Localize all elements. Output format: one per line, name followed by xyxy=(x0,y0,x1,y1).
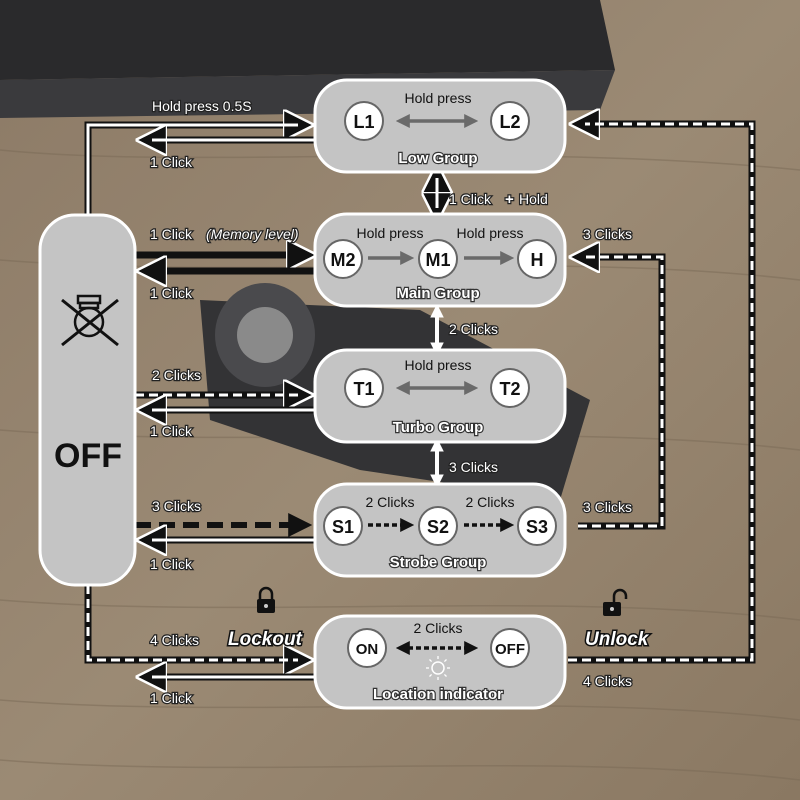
label-main-from-strobe: 3 Clicks xyxy=(583,226,632,242)
strobe-label-1: 2 Clicks xyxy=(365,494,414,510)
location-group: ON OFF 2 Clicks Location indicator xyxy=(313,614,567,710)
label-off-to-low: Hold press 0.5S xyxy=(152,98,252,114)
label-off-to-main: 1 Click xyxy=(150,226,193,242)
strobe-group-title: Strobe Group xyxy=(390,554,487,571)
label-low-main-click: 1 Click xyxy=(449,191,492,207)
main-group-title: Main Group xyxy=(396,285,479,302)
node-l2: L2 xyxy=(499,112,520,132)
label-location-to-off: 1 Click xyxy=(150,690,193,706)
label-unlock: Unlock xyxy=(585,629,650,650)
label-memory-level: (Memory level) xyxy=(206,226,299,242)
low-group-title: Low Group xyxy=(398,150,477,167)
node-on: ON xyxy=(356,641,379,658)
low-group: L1 L2 Hold press Low Group xyxy=(313,78,567,174)
off-panel: OFF xyxy=(38,213,137,587)
label-lockout: Lockout xyxy=(228,629,303,650)
strobe-group: S1 S2 S3 2 Clicks 2 Clicks Strobe Group xyxy=(313,482,567,578)
node-l1: L1 xyxy=(353,112,374,132)
strobe-label-2: 2 Clicks xyxy=(465,494,514,510)
turbo-hold-label: Hold press xyxy=(405,357,472,373)
sun-icon xyxy=(426,656,450,680)
node-m1: M1 xyxy=(425,250,450,270)
node-s1: S1 xyxy=(332,517,354,537)
arrow-strobe-to-main xyxy=(578,257,666,530)
location-group-title: Location indicator xyxy=(373,686,503,703)
node-location-off: OFF xyxy=(495,641,525,658)
label-low-to-off: 1 Click xyxy=(150,154,193,170)
label-strobe-to-main: 3 Clicks xyxy=(583,499,632,515)
arrow-location-to-low xyxy=(568,124,756,664)
main-group: M2 M1 H Hold press Hold press Main Group xyxy=(313,212,567,308)
arrow-off-to-location xyxy=(84,585,305,660)
turbo-group: T1 T2 Hold press Turbo Group xyxy=(313,348,567,444)
node-t1: T1 xyxy=(353,379,374,399)
unlock-icon xyxy=(603,588,628,616)
label-turbo-strobe: 3 Clicks xyxy=(449,459,498,475)
label-low-main-hold: Hold xyxy=(519,191,548,207)
location-clicks-label: 2 Clicks xyxy=(413,620,462,636)
label-location-to-low: 4 Clicks xyxy=(583,673,632,689)
label-strobe-to-off: 1 Click xyxy=(150,556,193,572)
label-main-turbo: 2 Clicks xyxy=(449,321,498,337)
node-h: H xyxy=(531,250,544,270)
arrow-off-to-low xyxy=(84,125,305,215)
label-off-to-turbo: 2 Clicks xyxy=(152,367,201,383)
label-main-to-off: 1 Click xyxy=(150,285,193,301)
label-low-main-plus: + xyxy=(505,191,514,208)
node-l1-circle xyxy=(344,101,384,141)
off-label: OFF xyxy=(54,437,122,475)
main-hold-label-2: Hold press xyxy=(457,225,524,241)
node-s3: S3 xyxy=(526,517,548,537)
main-hold-label-1: Hold press xyxy=(357,225,424,241)
light-bulb-off-icon xyxy=(61,294,119,347)
node-m2: M2 xyxy=(330,250,355,270)
node-s2: S2 xyxy=(427,517,449,537)
label-off-to-strobe: 3 Clicks xyxy=(152,498,201,514)
turbo-group-title: Turbo Group xyxy=(393,419,484,436)
node-l2-circle xyxy=(490,101,530,141)
low-hold-label: Hold press xyxy=(405,90,472,106)
label-off-to-location: 4 Clicks xyxy=(150,632,199,648)
label-turbo-to-off: 1 Click xyxy=(150,423,193,439)
node-t2: T2 xyxy=(499,379,520,399)
lock-icon xyxy=(257,586,275,613)
